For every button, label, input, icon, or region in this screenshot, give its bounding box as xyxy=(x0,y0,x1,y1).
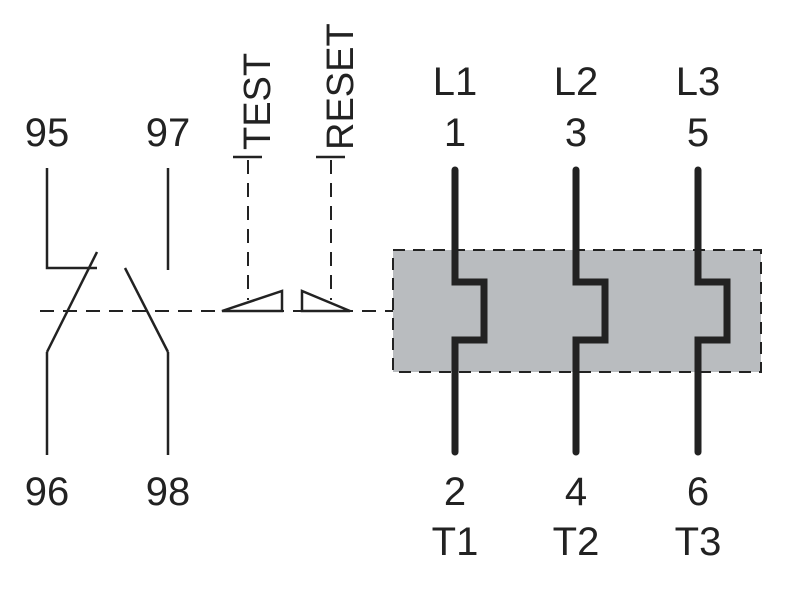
terminal-96-label: 96 xyxy=(25,470,70,514)
pole-3 xyxy=(694,166,731,456)
load-t1-label: T1 xyxy=(432,520,479,564)
terminal-1-label: 1 xyxy=(444,111,466,155)
line-l2-label: L2 xyxy=(554,60,599,104)
line-l1-label: L1 xyxy=(433,60,478,104)
pole-2 xyxy=(572,166,609,456)
load-t3-label: T3 xyxy=(675,520,722,564)
terminal-97-label: 97 xyxy=(146,111,191,155)
no-contact-97-98 xyxy=(123,168,170,455)
line-l3-label: L3 xyxy=(676,60,721,104)
test-button-symbol xyxy=(221,155,284,313)
nc-contact-95-96 xyxy=(45,168,99,455)
test-label: TEST xyxy=(237,53,279,150)
terminal-5-label: 5 xyxy=(687,111,709,155)
load-t2-label: T2 xyxy=(553,520,600,564)
pole-1 xyxy=(451,166,488,456)
terminal-6-label: 6 xyxy=(687,470,709,514)
terminal-98-label: 98 xyxy=(146,470,191,514)
reset-button-symbol xyxy=(300,155,351,313)
reset-label: RESET xyxy=(320,23,362,150)
terminal-4-label: 4 xyxy=(565,470,587,514)
terminal-2-label: 2 xyxy=(444,470,466,514)
terminal-3-label: 3 xyxy=(565,111,587,155)
terminal-95-label: 95 xyxy=(25,111,70,155)
